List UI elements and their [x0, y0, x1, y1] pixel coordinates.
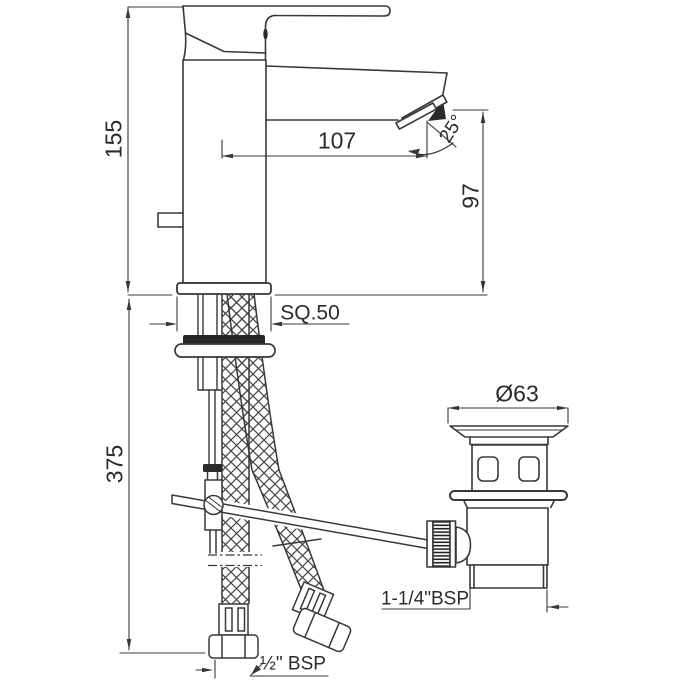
hose-drop-label: 375 [101, 444, 128, 484]
rod-connector-cap [426, 520, 434, 568]
hose-crossing-cap [272, 538, 322, 547]
spout-reach-label: 107 [317, 127, 357, 154]
spout [265, 65, 448, 130]
rod-tee-fitting [203, 464, 222, 472]
hose-break-marks [208, 554, 262, 567]
faucet-base [176, 282, 272, 295]
waste-outlet-thread-label: 1-1/4"BSP [380, 588, 470, 610]
waste-flange-diameter-label: Ø63 [495, 380, 539, 407]
hose-nut [208, 634, 259, 659]
waste-collar [449, 490, 568, 501]
dimension-arrowheads [125, 7, 568, 675]
waste-tailpiece [469, 564, 548, 589]
diagonal-hose-fittings [291, 580, 352, 653]
rubber-gasket [183, 335, 265, 345]
overall-height-label: 155 [100, 119, 127, 159]
hose-nut [292, 607, 352, 653]
aerator-ring [395, 102, 438, 130]
handle-lever [182, 5, 391, 61]
dimension-lines [119, 6, 569, 679]
overflow-hole [477, 456, 499, 482]
base-section-label: SQ.50 [280, 301, 340, 325]
pop-up-linkage [164, 464, 436, 554]
faucet-outline [157, 5, 448, 295]
overflow-hole [518, 456, 540, 482]
connector-bulge [455, 526, 472, 564]
waste-assembly [426, 425, 569, 589]
mounting-shank [197, 293, 223, 465]
mounting-hardware [174, 335, 276, 358]
ball-joint [203, 494, 224, 516]
waste-lower-body [466, 507, 549, 566]
mounting-washer [174, 343, 276, 358]
spout-height-label: 97 [457, 183, 484, 209]
faucet-body [157, 59, 267, 284]
knurled-connector [432, 520, 451, 568]
waste-flange [449, 425, 569, 438]
inlet-hose-thread-label: ½" BSP [260, 653, 326, 675]
